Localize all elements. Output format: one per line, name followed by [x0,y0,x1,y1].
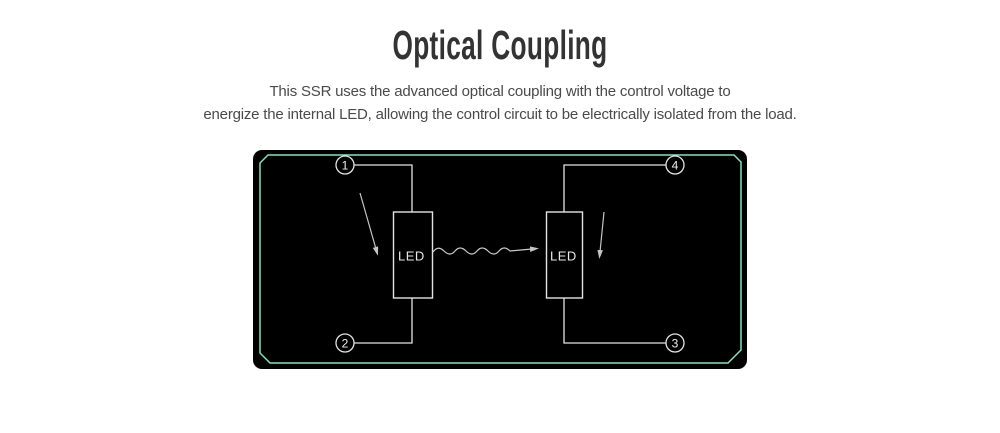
led-output-label: LED [550,249,577,264]
led-input-label: LED [398,249,425,264]
description: This SSR uses the advanced optical coupl… [0,80,1000,126]
diagram-panel: 1 2 3 4 LED LED [253,150,747,369]
terminal-1-label: 1 [342,159,349,173]
wire-led-to-terminal2 [354,298,413,344]
led-output-box [545,211,584,299]
terminal-4-circle [665,155,685,175]
panel-border [259,154,742,364]
terminal-3-label: 3 [672,337,679,351]
page-title-text: Optical Coupling [392,22,608,68]
terminal-4-label: 4 [672,159,679,173]
optical-coupling-diagram: 1 2 3 4 LED LED [253,150,747,369]
output-current-arrow-icon [597,211,605,259]
optical-signal-wave-arrow-icon [432,246,539,255]
description-line-2: energize the internal LED, allowing the … [203,106,797,123]
panel-background [253,150,747,369]
terminal-1-circle [335,155,355,175]
description-line-1: This SSR uses the advanced optical coupl… [269,83,731,100]
input-current-arrow-icon [359,192,379,256]
terminal-2-label: 2 [342,337,349,351]
led-input-box [392,211,434,299]
wire-terminal4-to-detector [563,164,666,212]
wire-detector-to-terminal3 [563,298,666,344]
wire-terminal1-to-led [354,164,413,212]
page-title: Optical Coupling [0,25,1000,66]
terminal-2-circle [335,333,355,353]
terminal-3-circle [665,333,685,353]
